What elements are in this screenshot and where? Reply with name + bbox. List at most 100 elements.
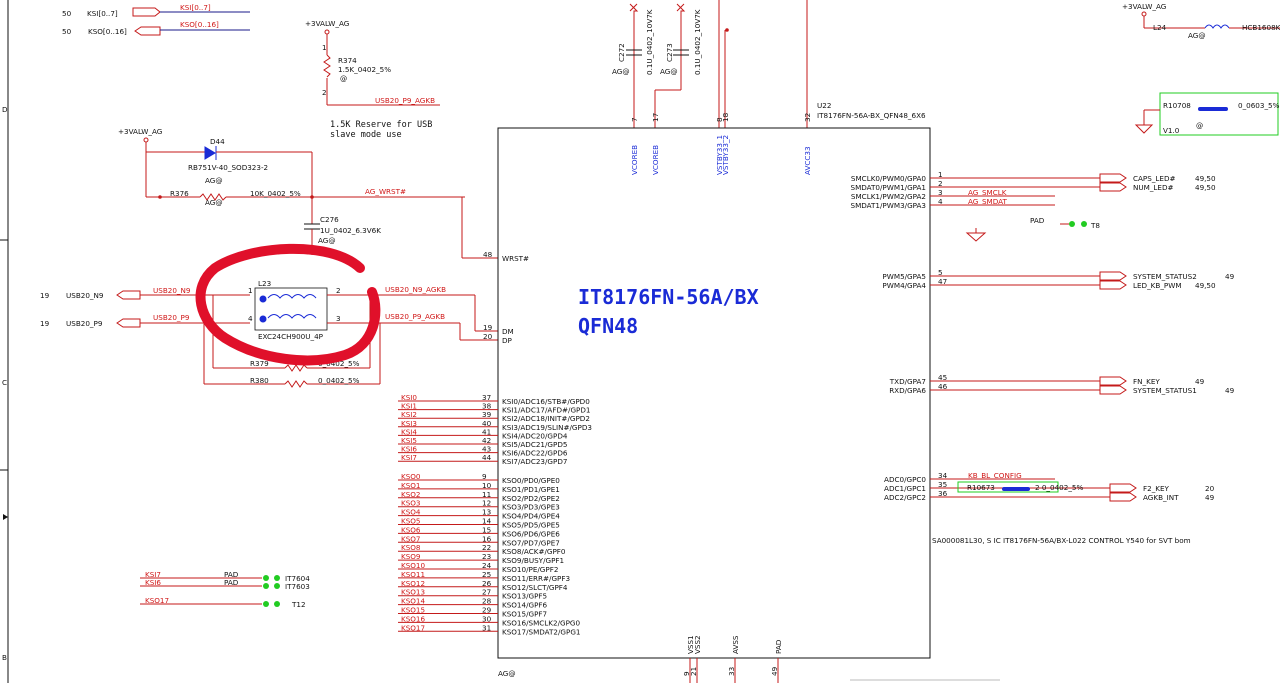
bottom-pin-number: 21 bbox=[689, 667, 698, 676]
usb-n-agkb-net: USB20_N9_AGKB bbox=[385, 285, 446, 294]
usb-p-page: 19 bbox=[40, 319, 50, 328]
right-dest-page: 49 bbox=[1225, 386, 1235, 395]
usb-choke-l23[interactable]: 19 USB20_N9 USB20_N9 19 USB20_P9 USB20_P… bbox=[40, 279, 498, 388]
ksi-pin-name: KSI1/ADC17/AFD#/GPD1 bbox=[502, 406, 590, 415]
r374-pullup[interactable]: +3VALW_AG 1 2 R374 1.5K_0402_5% @ USB20_… bbox=[305, 19, 440, 140]
kso-pin-number: 16 bbox=[482, 534, 492, 543]
kso-pin-name: KSO8/ACK#/GPF0 bbox=[502, 547, 566, 556]
right-dest-label: LED_KB_PWM bbox=[1133, 281, 1182, 290]
ksi-pin-number: 43 bbox=[482, 445, 491, 454]
power-label-3valw: +3VALW_AG bbox=[305, 19, 349, 28]
svg-text:4: 4 bbox=[248, 314, 253, 323]
top-pin-number: 18 bbox=[721, 112, 730, 122]
kso-pin-number: 12 bbox=[482, 499, 491, 508]
kso-pin-name: KSO1/PD1/GPE1 bbox=[502, 485, 560, 494]
right-pin-name: TXD/GPA7 bbox=[889, 377, 926, 386]
r380-ref: R380 bbox=[250, 376, 269, 385]
kso-bus-connector[interactable]: 50 KSO[0..16] KSO[0..16] bbox=[62, 20, 250, 36]
reset-network[interactable]: +3VALW_AG D44 RB751V-40_SOD323-2 AG@ R37… bbox=[118, 127, 498, 259]
testpoint-net: KSI6 bbox=[145, 578, 161, 587]
t8-testpoint[interactable]: PAD T8 bbox=[965, 216, 1100, 242]
right-pin-name: SMDAT0/PWM1/GPA1 bbox=[851, 183, 926, 192]
ksi-pin-name: KSI2/ADC18/INIT#/GPD2 bbox=[502, 414, 590, 423]
offpage-connector-icon bbox=[1099, 376, 1127, 386]
r380-value: 0_0402_5% bbox=[318, 376, 360, 385]
ksi-pin-name: KSI7/ADC23/GPD7 bbox=[502, 457, 567, 466]
svg-text:1: 1 bbox=[322, 43, 327, 52]
kso-net: KSO2 bbox=[401, 490, 421, 499]
right-pin-number: 4 bbox=[938, 197, 943, 206]
ksi-pin-name: KSI3/ADC19/SLIN#/GPD3 bbox=[502, 423, 592, 432]
ksi-net: KSI5 bbox=[401, 436, 417, 445]
right-dest-label: F2_KEY bbox=[1143, 484, 1170, 493]
r374-value: 1.5K_0402_5% bbox=[338, 65, 391, 74]
testpoint-net: KSO17 bbox=[145, 596, 169, 605]
ksi-pin-number: 37 bbox=[482, 393, 491, 402]
kso-pin-number: 11 bbox=[482, 490, 491, 499]
bottom-pin-number: 49 bbox=[770, 666, 779, 676]
kso-bus-net: KSO[0..16] bbox=[180, 20, 219, 29]
right-pin-number: 45 bbox=[938, 373, 947, 382]
kso-pin-name: KSO11/ERR#/GPF3 bbox=[502, 574, 570, 583]
l24-ferrite[interactable]: +3VALW_AG L24 HCB1608K AG@ bbox=[1122, 2, 1280, 40]
ksi-bus-connector[interactable]: 50 KSI[0..7] KSI[0..7] bbox=[62, 3, 250, 18]
kso-pin-name: KSO10/PE/GPF2 bbox=[502, 565, 558, 574]
zone-label-d: D bbox=[2, 105, 8, 114]
kso-net: KSO6 bbox=[401, 525, 421, 534]
r1067-value: 2 0_0402_5% bbox=[1035, 483, 1083, 492]
decoupling-caps[interactable]: C272 0.1U_0402_10V7K AG@ C273 0.1U_0402_… bbox=[612, 0, 808, 128]
ksi-pin-name: KSI4/ADC20/GPD4 bbox=[502, 431, 568, 440]
r1070-box[interactable]: R10708 0_0603_5% @ V1.0 bbox=[1134, 92, 1280, 136]
left-pin-number: 20 bbox=[483, 332, 493, 341]
kso-bus-page: 50 bbox=[62, 27, 72, 36]
kso-pin-number: 10 bbox=[482, 481, 492, 490]
chip-u22[interactable]: U22 IT8176FN-56A-BX_QFN48_6X6 IT8176FN-5… bbox=[497, 101, 1191, 678]
kso-pin-number: 15 bbox=[482, 525, 491, 534]
c272-ag: AG@ bbox=[612, 67, 630, 76]
kso-pin-name: KSO3/PD3/GPE3 bbox=[502, 503, 560, 512]
power-label-3valw-3: +3VALW_AG bbox=[1122, 2, 1166, 11]
r1070-ref: R10708 bbox=[1163, 101, 1191, 110]
chip-title-line2: QFN48 bbox=[578, 314, 638, 338]
ksi-pin-name: KSI6/ADC22/GPD6 bbox=[502, 449, 568, 458]
right-dest-label: AGKB_INT bbox=[1143, 493, 1179, 502]
right-dest-label: FN_KEY bbox=[1133, 377, 1160, 386]
right-pin-number: 36 bbox=[938, 489, 948, 498]
right-dest-page: 49,50 bbox=[1195, 281, 1216, 290]
ksi-pin-name: KSI5/ADC21/GPD5 bbox=[502, 440, 567, 449]
top-pins: VCOREB7VCOREB17VSTBY33_18VSTBY33_218AVCC… bbox=[630, 112, 812, 175]
d44-ag: AG@ bbox=[205, 176, 223, 185]
top-pin-name: VCOREB bbox=[651, 145, 660, 175]
bottom-pin-number: 33 bbox=[727, 667, 736, 676]
kso-net: KSO4 bbox=[401, 508, 421, 517]
bottom-pin-number: 9 bbox=[682, 671, 691, 676]
kso-pin-name: KSO0/PD0/GPE0 bbox=[502, 476, 560, 485]
offpage-connector-icon bbox=[1099, 271, 1127, 281]
kso-pin-number: 9 bbox=[482, 472, 487, 481]
kso-net: KSO7 bbox=[401, 534, 421, 543]
ksi-net: KSI6 bbox=[401, 445, 417, 454]
top-pin-number: 7 bbox=[630, 117, 639, 122]
kso-net: KSO17 bbox=[401, 623, 425, 632]
kso-pin-name: KSO17/SMDAT2/GPG1 bbox=[502, 627, 580, 636]
right-pin-name: SMDAT1/PWM3/GPA3 bbox=[851, 201, 926, 210]
ksi-pin-name: KSI0/ADC16/STB#/GPD0 bbox=[502, 397, 590, 406]
l24-value: HCB1608K bbox=[1242, 23, 1280, 32]
r379-ref: R379 bbox=[250, 359, 269, 368]
usb-p-net: USB20_P9 bbox=[153, 313, 190, 322]
d44-ref: D44 bbox=[210, 137, 225, 146]
top-pin-number: 8 bbox=[715, 117, 724, 122]
ksi-net: KSI3 bbox=[401, 419, 417, 428]
right-pin-number: 2 bbox=[938, 179, 943, 188]
right-pin-number: 3 bbox=[938, 188, 943, 197]
testpoint-icon bbox=[263, 583, 269, 589]
ksi-net: KSI2 bbox=[401, 410, 417, 419]
left-pin-number: 48 bbox=[483, 250, 493, 259]
svg-text:3: 3 bbox=[336, 314, 341, 323]
right-pin-name: PWM4/GPA4 bbox=[882, 281, 926, 290]
offpage-connector-icon bbox=[1099, 280, 1127, 290]
kso-net: KSO12 bbox=[401, 579, 425, 588]
kso-pin-name: KSO9/BUSY/GPF1 bbox=[502, 556, 564, 565]
